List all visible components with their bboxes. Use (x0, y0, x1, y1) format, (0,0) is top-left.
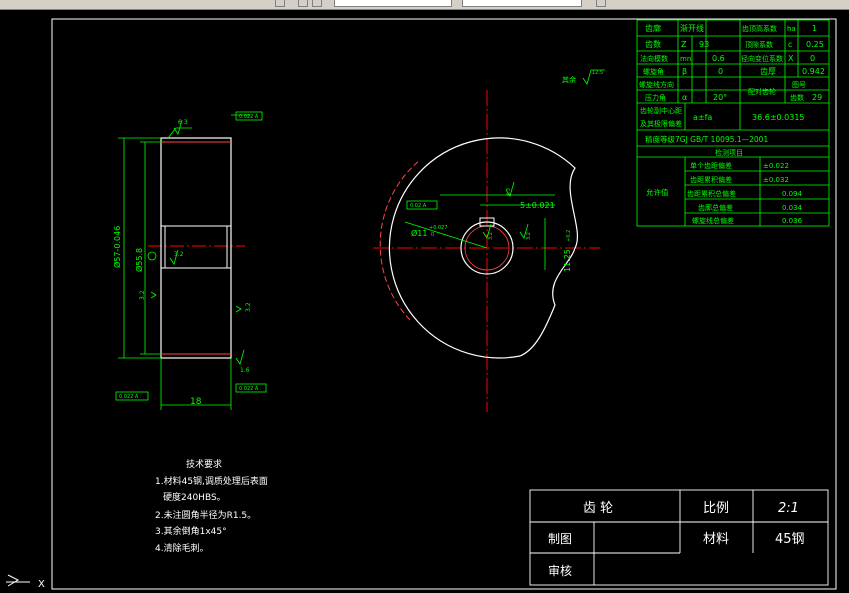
roughness-value: 3.2 (174, 251, 184, 258)
scale-value: 2:1 (778, 501, 799, 516)
center-distance-label: 齿轮副中心距 (640, 106, 682, 115)
param-symbol: X (788, 54, 794, 63)
param-value: 0 (718, 67, 723, 76)
param-symbol: mn (680, 55, 691, 63)
inspect-name: 单个齿距偏差 (690, 161, 732, 170)
dim-face-width: 18 (190, 397, 202, 407)
notes-line: 3.其余倒角1x45° (155, 525, 227, 537)
dim-outer-diameter: Ø57-0.046 (112, 226, 122, 268)
param-symbol: α (682, 93, 687, 102)
param-label: 齿顶高系数 (742, 24, 777, 33)
inspect-name: 螺旋线总偏差 (692, 216, 734, 225)
toolbar-icon-button[interactable] (275, 0, 285, 7)
runout-tolerance: 0.022 A (119, 394, 139, 400)
param-value: 29 (812, 93, 822, 102)
param-symbol: Z (681, 40, 687, 49)
param-value: 20° (713, 93, 727, 102)
inspect-value: 0.094 (782, 190, 803, 198)
param-value: 93 (699, 40, 709, 49)
center-distance-value: 36.6±0.0315 (752, 113, 805, 122)
ucs-icon: X (6, 574, 45, 590)
param-label: 配对齿轮 (748, 87, 776, 96)
param-label: 径向变位系数 (741, 54, 783, 63)
dim-keyway-width: 5±0.021 (520, 201, 555, 210)
param-value: 1 (812, 24, 817, 33)
param-label: 齿厚 (760, 67, 776, 76)
dim-keyway-tolerance: +0.2 (566, 230, 572, 242)
toolbar-icon-button[interactable] (312, 0, 322, 7)
notes-line: 硬度240HBS。 (163, 491, 226, 503)
param-label: 齿廓 (645, 23, 661, 33)
runout-tolerance: 0.022 A (239, 114, 259, 120)
linetype-dropdown[interactable] (462, 0, 582, 7)
inspect-value: ±0.022 (763, 162, 789, 170)
toolbar (0, 0, 849, 10)
param-symbol: 齿数 (790, 93, 804, 102)
param-label: 法向模数 (640, 54, 668, 63)
gear-parameter-table (636, 19, 830, 227)
roughness-value: 3.2 (526, 232, 532, 240)
toolbar-icon-button[interactable] (298, 0, 308, 7)
material-label: 材料 (703, 532, 729, 547)
notes-title: 技术要求 (186, 458, 222, 470)
rest-roughness-label: 其余 (562, 75, 576, 84)
param-value: 0 (810, 54, 815, 63)
tolerance-label: 允许值 (646, 187, 669, 197)
notes-line: 2.未注圆角半径为R1.5。 (155, 509, 256, 521)
param-symbol: 图号 (792, 81, 806, 89)
roughness-value: 6.3 (506, 188, 512, 196)
center-distance-label: 及其极限偏差 (640, 119, 682, 128)
part-name: 齿 轮 (583, 501, 613, 516)
inspect-value: ±0.032 (763, 176, 789, 184)
param-value: 0.942 (802, 67, 825, 76)
param-label: 压力角 (645, 93, 666, 102)
drawing-frame (51, 18, 837, 590)
title-block (529, 489, 829, 586)
accuracy-grade: 精度等级7GJ GB/T 10095.1—2001 (645, 134, 768, 144)
center-distance-symbol: a±fa (693, 113, 712, 122)
inspect-name: 齿距累积总偏差 (687, 189, 736, 198)
symmetry-tolerance: 0.02 A (410, 203, 427, 209)
notes-line: 4.清除毛刺。 (155, 542, 209, 554)
svg-text:X: X (38, 579, 45, 590)
technical-notes: 技术要求 1.材料45钢,调质处理后表面 硬度240HBS。 2.未注圆角半径为… (155, 458, 268, 554)
notes-line: 1.材料45钢,调质处理后表面 (155, 475, 268, 487)
inspect-value: 0.036 (782, 217, 803, 225)
dim-root-diameter: Ø55.8 (134, 248, 144, 272)
param-label: 顶隙系数 (745, 40, 773, 49)
param-symbol: c (788, 40, 792, 49)
roughness-value: 3.2 (139, 290, 146, 300)
scale-label: 比例 (703, 501, 729, 516)
inspect-name: 齿廓总偏差 (698, 203, 733, 212)
rest-roughness-value: 12.5 (592, 70, 603, 76)
param-value: 0.25 (806, 40, 824, 49)
roughness-value: 6.3 (178, 119, 188, 126)
param-value: 渐开线 (680, 23, 704, 33)
dim-bore-diameter: Ø11 (411, 228, 427, 238)
param-value: 0.6 (712, 54, 725, 63)
side-section-view: Ø57-0.046 Ø55.8 18 6.3 3.2 3.2 3.2 1.6 0… (112, 111, 267, 410)
param-symbol: ha (787, 25, 796, 33)
inspect-name: 齿距累积偏差 (690, 175, 732, 184)
roughness-value: 1.6 (240, 367, 250, 374)
toolbar-icon-button[interactable] (596, 0, 606, 7)
param-label: 齿数 (645, 39, 661, 49)
dim-bore-tolerance: 0 (431, 232, 434, 238)
inspect-value: 0.034 (782, 204, 803, 212)
dim-keyway-depth: 11.25 (563, 249, 572, 272)
runout-tolerance: 0.022 A (239, 386, 259, 392)
inspection-title: 检测项目 (715, 148, 743, 157)
param-label: 螺旋线方向 (639, 80, 674, 89)
roughness-value: 3.2 (488, 232, 494, 240)
param-label: 螺旋角 (643, 67, 664, 76)
drawn-by-label: 制图 (548, 532, 572, 546)
param-symbol: β (682, 67, 687, 76)
checked-by-label: 审核 (548, 563, 572, 578)
roughness-value: 3.2 (245, 302, 252, 312)
material-value: 45钢 (775, 532, 805, 547)
gear-front-view: 其余 12.5 Ø11 +0.027 0 5±0.021 11.25 +0.2 … (373, 69, 605, 412)
dim-bore-tolerance: +0.027 (429, 225, 448, 231)
layer-dropdown[interactable] (334, 0, 452, 7)
